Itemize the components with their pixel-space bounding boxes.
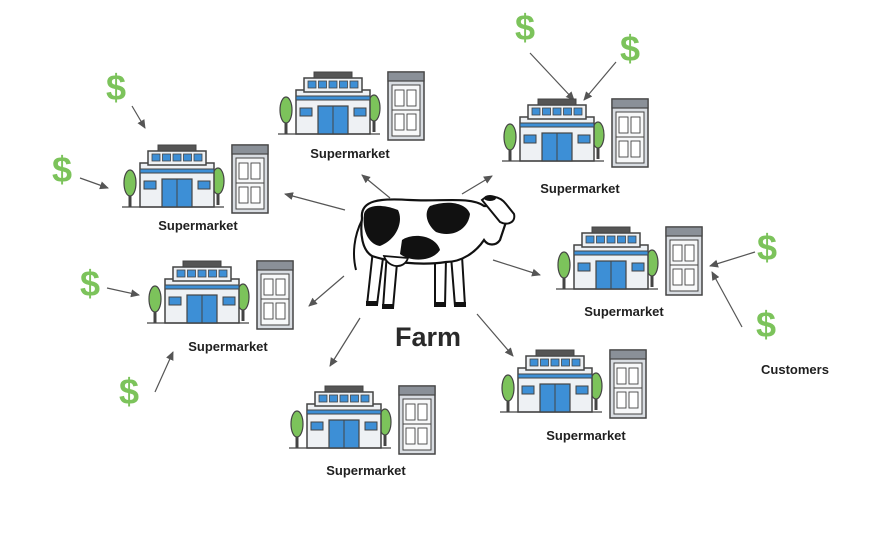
customers-label: Customers (761, 362, 829, 377)
arrow (106, 287, 140, 298)
supermarket-icon (502, 98, 649, 168)
arrow (711, 271, 743, 328)
supermarket-icon (278, 71, 425, 141)
dollar-sign-icon: $ (105, 67, 127, 108)
arrows-layer (79, 52, 756, 393)
arrow (308, 275, 345, 307)
supermarket-icon (556, 226, 703, 296)
dollar-sign-icon: $ (619, 28, 641, 69)
dollar-sign-icon: $ (756, 227, 778, 268)
supermarket-icon (147, 260, 294, 330)
farm-label: Farm (394, 322, 462, 352)
arrow (329, 317, 361, 367)
arrow (361, 174, 391, 199)
supermarket-label: Supermarket (584, 304, 664, 319)
supermarket-label: Supermarket (310, 146, 390, 161)
arrow (492, 259, 541, 277)
dollar-sign-icon: $ (79, 263, 101, 304)
dollar-sign-icon: $ (514, 7, 536, 48)
supermarket-label: Supermarket (326, 463, 406, 478)
arrow (79, 177, 109, 190)
dollar-sign-icon: $ (51, 149, 73, 190)
arrow (154, 351, 174, 393)
arrow (529, 52, 575, 101)
supermarket-icon (122, 144, 269, 214)
arrow (709, 251, 756, 268)
dollar-sign-icon: $ (118, 371, 140, 412)
arrow (583, 61, 617, 101)
arrow (284, 192, 346, 211)
supermarket-label: Supermarket (158, 218, 238, 233)
supermarket-label: Supermarket (188, 339, 268, 354)
supermarket-icon (289, 385, 436, 455)
supermarket-label: Supermarket (546, 428, 626, 443)
cow-icon (353, 195, 516, 309)
arrow (461, 175, 493, 195)
arrow (131, 105, 146, 129)
dollar-sign-icon: $ (755, 304, 777, 345)
arrow (476, 313, 514, 357)
supermarket-icon (500, 349, 647, 419)
supermarket-label: Supermarket (540, 181, 620, 196)
supermarkets-layer (122, 71, 703, 455)
